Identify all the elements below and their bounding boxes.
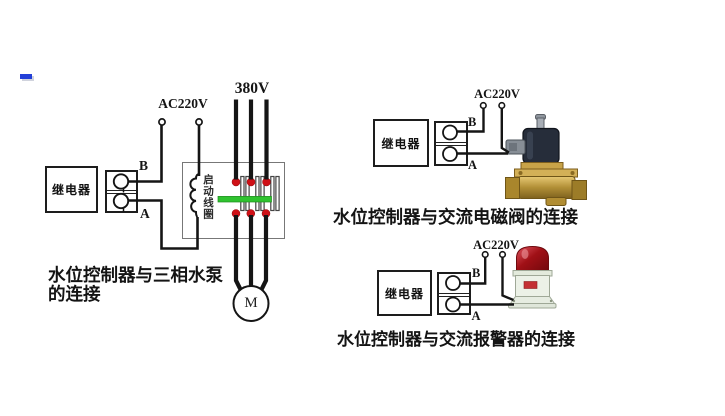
valve-relay-box: 继电器	[373, 119, 429, 167]
link-dash[interactable]	[20, 74, 32, 79]
pump-caption-line2: 的连接	[48, 284, 101, 304]
valve-terminal-b-label: B	[468, 115, 477, 129]
valve-relay-label: 继电器	[381, 136, 421, 151]
alarm-flare	[509, 296, 556, 304]
ac-terminal	[195, 118, 203, 126]
starter-coil-label: 启动线圈	[202, 174, 213, 220]
valve-flange-lower	[514, 168, 578, 178]
valve-pipe-left	[505, 177, 520, 199]
solenoid-valve-photo	[505, 114, 587, 206]
relay-contact-a	[445, 296, 461, 313]
relay-contact-a	[112, 192, 130, 210]
ac-terminal	[481, 250, 489, 259]
valve-body	[517, 176, 576, 199]
pump-relay-label: 继电器	[51, 183, 91, 197]
relay-contact-b	[445, 275, 461, 291]
alarm-terminal-b-label: B	[472, 266, 481, 280]
relay-contact-b	[442, 124, 458, 141]
wire-supply	[501, 257, 514, 302]
pump-wiring	[112, 118, 203, 250]
pump-contactor-box	[182, 162, 285, 239]
dome-highlight	[521, 249, 529, 259]
alarm-foot	[508, 303, 557, 309]
valve-bolt	[518, 171, 523, 175]
wire-b	[460, 257, 487, 285]
wire-supply	[500, 108, 510, 154]
mount-hole	[512, 299, 516, 303]
pump-relay-box: 继电器	[45, 166, 98, 213]
terminal-divider	[439, 293, 469, 297]
terminal-divider	[436, 142, 466, 146]
alarm-brand-label	[523, 281, 538, 289]
wire-a	[128, 199, 199, 250]
alarm-terminal-box	[437, 272, 471, 315]
pump-caption-line1: 水位控制器与三相水泵	[48, 265, 223, 285]
valve-wiring	[442, 101, 510, 162]
valve-flange-upper	[520, 162, 564, 170]
valve-coil-highlight	[527, 131, 533, 160]
relay-contact-a	[442, 146, 458, 162]
ac-terminal	[498, 250, 507, 259]
motor-label: M	[244, 295, 258, 311]
ac-terminal	[498, 101, 506, 110]
alarm-wiring	[445, 250, 514, 313]
valve-bolt	[570, 171, 575, 175]
alarm-beacon-photo	[508, 245, 557, 309]
ac-terminal	[158, 118, 166, 126]
valve-terminal-a-label: A	[468, 157, 478, 172]
valve-terminal-box	[434, 121, 468, 166]
wire-b	[128, 125, 163, 183]
contact-bars	[240, 175, 280, 212]
pump-380v-label: 380V	[234, 80, 270, 97]
starter-coil-symbol	[189, 173, 200, 218]
motor-circle	[232, 285, 270, 322]
relay-contact-b	[112, 173, 130, 190]
wire-b	[457, 108, 485, 133]
valve-foot	[545, 197, 567, 206]
pump-terminal-a-label: A	[140, 206, 150, 221]
pump-terminal-b-label: B	[139, 158, 149, 173]
alarm-relay-box: 继电器	[377, 270, 432, 316]
mount-hole	[549, 299, 553, 303]
pump-contactor-internals	[189, 173, 280, 218]
valve-caption: 水位控制器与交流电磁阀的连接	[333, 207, 578, 227]
valve-pipe-right	[571, 180, 587, 200]
valve-ac220v-label: AC220V	[474, 87, 520, 101]
valve-connector-detail	[509, 143, 517, 151]
contact-bridge-green-bar	[217, 196, 272, 203]
pump-ac220v-label: AC220V	[158, 96, 208, 111]
alarm-caption: 水位控制器与交流报警器的连接	[337, 330, 575, 349]
alarm-relay-label: 继电器	[384, 286, 424, 301]
alarm-ac220v-label: AC220V	[473, 237, 519, 252]
ac-terminal	[479, 101, 487, 110]
alarm-terminal-a-label: A	[471, 309, 481, 323]
